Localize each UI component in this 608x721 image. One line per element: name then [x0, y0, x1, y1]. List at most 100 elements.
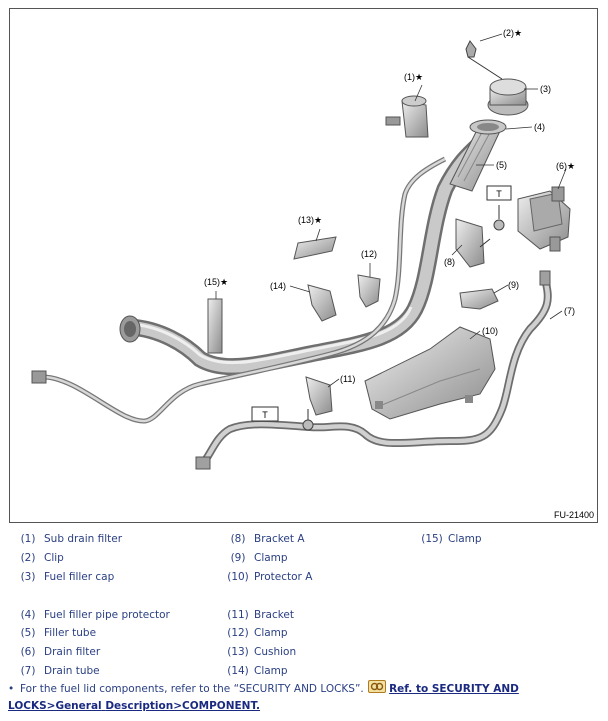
note-text: For the fuel lid components, refer to th… [20, 683, 364, 695]
legend-number: (15) [421, 533, 443, 546]
legend-number [416, 662, 448, 681]
cushion [293, 236, 337, 260]
legend-number: (11) [227, 608, 249, 621]
breather-tube [31, 156, 447, 424]
legend-number: (10) [227, 570, 249, 583]
legend-number [416, 643, 448, 662]
legend-part-name: Protector A [254, 570, 313, 583]
legend-part-name: Fuel filler cap [44, 570, 115, 583]
legend-part-name [448, 605, 482, 624]
legend-part-name: Filler tube [44, 627, 97, 640]
callout-7: (7) [564, 306, 575, 316]
legend-number: (13) [227, 646, 249, 659]
legend-part-name: Clamp [254, 552, 288, 565]
reference-link-icon[interactable] [368, 680, 387, 693]
legend-number [416, 605, 448, 624]
callout-6: (6)★ [556, 161, 575, 171]
legend-number: (6) [20, 646, 36, 659]
clamp-15 [207, 298, 223, 354]
legend-part-name: Fuel filler pipe protector [44, 608, 170, 621]
legend-number [416, 586, 448, 605]
legend-row: (5) Filler tube (12) Clamp [12, 624, 482, 643]
callout-14: (14) [270, 281, 286, 291]
clamp-9 [459, 288, 499, 310]
reference-link[interactable]: Ref. to SECURITY AND LOCKS>General Descr… [8, 683, 519, 712]
callout-5: (5) [496, 160, 507, 170]
drain-tube [195, 270, 552, 470]
legend-number: (1) [20, 533, 36, 546]
callout-15: (15)★ [204, 277, 228, 287]
clamp-12 [357, 274, 381, 308]
legend-part-name: Clamp [254, 627, 288, 640]
legend-number: (12) [227, 627, 249, 640]
sub-drain-filter [385, 95, 429, 138]
legend-row: (6) Drain filter (13) Cushion [12, 643, 482, 662]
torque-box-2: T [251, 406, 279, 422]
legend-number: (3) [20, 570, 36, 583]
legend-row: (2) Clip (9) Clamp [12, 549, 482, 568]
legend-part-name: Drain tube [44, 664, 100, 677]
bullet: • [8, 683, 15, 695]
reference-note: • For the fuel lid components, refer to t… [8, 680, 602, 715]
torque-box-1: T [486, 185, 512, 201]
legend-part-name: Drain filter [44, 646, 101, 659]
legend-part-name [448, 643, 482, 662]
legend-number: (4) [20, 608, 36, 621]
legend-number [12, 586, 44, 605]
callout-3: (3) [540, 84, 551, 94]
bolt-t2 [302, 409, 314, 431]
legend-number: (2) [20, 552, 36, 565]
legend-number: (14) [227, 664, 249, 677]
svg-text:T: T [262, 410, 268, 420]
legend-part-name [254, 586, 416, 605]
bolt-t [479, 205, 505, 248]
legend-part-name [448, 549, 482, 568]
figure-code: FU-21400 [553, 510, 594, 520]
callout-10: (10) [482, 326, 498, 336]
legend-number: (5) [20, 627, 36, 640]
callout-9: (9) [508, 280, 519, 290]
bracket-a [455, 218, 485, 268]
legend-number: (8) [230, 533, 246, 546]
exploded-view-drawing: T T (1)★ (2)★ (3) (4) (5) [31, 28, 575, 470]
legend-row [12, 586, 482, 605]
legend-part-name: Clip [44, 552, 64, 565]
legend-row: (3) Fuel filler cap (10) Protector A [12, 568, 482, 587]
legend-number: (9) [230, 552, 246, 565]
legend-row: (7) Drain tube (14) Clamp [12, 662, 482, 681]
component-diagram: T T (1)★ (2)★ (3) (4) (5) [9, 8, 598, 523]
legend-number [216, 586, 254, 605]
legend-number: (7) [20, 664, 36, 677]
legend-part-name [448, 586, 482, 605]
callout-2: (2)★ [503, 28, 522, 38]
callout-12: (12) [361, 249, 377, 259]
legend-part-name [448, 568, 482, 587]
protector-a [364, 326, 496, 420]
legend-number [416, 568, 448, 587]
legend-part-name: Sub drain filter [44, 533, 123, 546]
callout-8: (8) [444, 257, 455, 267]
legend-part-name [448, 662, 482, 681]
clamp-14 [307, 284, 337, 322]
leader-lines [215, 33, 567, 388]
drain-filter [517, 186, 571, 252]
legend-number [416, 624, 448, 643]
bracket-11 [305, 376, 333, 416]
legend-row: (1) Sub drain filter (8) Bracket A (15) Clamp [12, 530, 482, 549]
legend-part-name: Bracket A [254, 533, 305, 546]
legend-part-name: Cushion [254, 646, 297, 659]
fuel-filler-cap [487, 78, 529, 116]
legend-row: (4) Fuel filler pipe protector (11) Bracket [12, 605, 482, 624]
parts-legend: (1) Sub drain filter (8) Bracket A (15) Clamp… [12, 530, 482, 680]
legend-part-name: Bracket [254, 608, 295, 621]
legend-part-name: Clamp [254, 664, 288, 677]
fuel-filler-pipe-protector [469, 119, 507, 135]
legend-part-name: Clamp [448, 533, 482, 546]
callout-13: (13)★ [298, 215, 322, 225]
callout-1: (1)★ [404, 72, 423, 82]
callout-4: (4) [534, 122, 545, 132]
clip [465, 40, 503, 80]
legend-part-name [44, 586, 216, 605]
legend-number [416, 549, 448, 568]
legend-part-name [448, 624, 482, 643]
